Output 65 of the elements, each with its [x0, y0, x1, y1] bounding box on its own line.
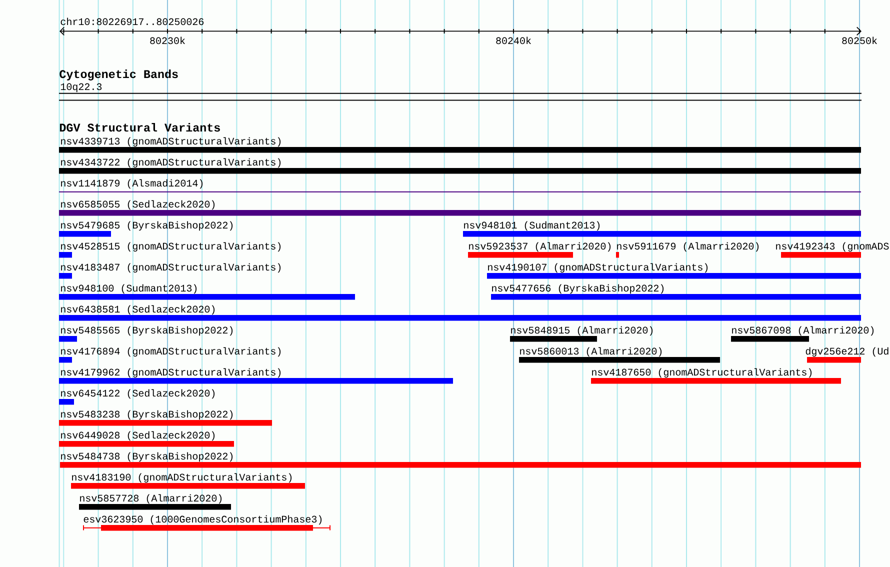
variant-bar: nsv5484738 (ByrskaBishop2022) [60, 452, 862, 468]
variant-bar: nsv4183487 (gnomADStructuralVariants) [59, 263, 281, 279]
node-label: nsv5484738 (ByrskaBishop2022) [61, 452, 233, 462]
node-label: nsv5867098 (Almarri2020) [732, 326, 874, 336]
node-label: nsv4528515 (gnomADStructuralVariants) [61, 242, 281, 252]
variant-bar: nsv4339713 (gnomADStructuralVariants) [59, 137, 862, 153]
node-label: esv3623950 (1000GenomesConsortiumPhase3) [84, 515, 322, 525]
variant-bar: nsv6454122 (Sedlazeck2020) [59, 389, 215, 405]
node-label: nsv5477656 (ByrskaBishop2022) [492, 284, 664, 294]
node-label: nsv4192343 (gnomADS [776, 242, 889, 252]
variant-bar: nsv5911679 (Almarri2020) [616, 242, 759, 258]
variant-bar: nsv4179962 (gnomADStructuralVariants) [59, 368, 453, 384]
node-label: nsv6454122 (Sedlazeck2020) [61, 389, 215, 399]
variant-bar: nsv4192343 (gnomADS [776, 242, 889, 258]
node-label: nsv6438581 (Sedlazeck2020) [61, 305, 215, 315]
variant-bar: nsv5867098 (Almarri2020) [731, 326, 874, 342]
variant-bar: nsv6449028 (Sedlazeck2020) [59, 431, 234, 447]
node-label: nsv948101 (Sudmant2013) [464, 221, 600, 231]
variant-bar: nsv5479685 (ByrskaBishop2022) [59, 221, 233, 237]
node-label: nsv4190107 (gnomADStructuralVariants) [488, 263, 708, 273]
node-label: nsv948100 (Sudmant2013) [61, 284, 197, 294]
tick-label: 80230k [150, 36, 185, 44]
variant-bar: nsv1141879 (Alsmadi2014) [58, 179, 862, 192]
locus-label: chr10:80226917..80250026 [60, 18, 204, 26]
variant-bar: nsv4187650 (gnomADStructuralVariants) [591, 368, 842, 384]
node-label: nsv4343722 (gnomADStructuralVariants) [61, 158, 281, 168]
variant-bar: nsv4190107 (gnomADStructuralVariants) [487, 263, 862, 279]
node-label: nsv5857728 (Almarri2020) [80, 494, 222, 504]
tick-label: 80240k [496, 36, 531, 44]
node-label: nsv6585055 (Sedlazeck2020) [61, 200, 215, 210]
tick-label: 80250k [842, 36, 877, 44]
variant-bar: dgv256e212 (Ud [806, 347, 888, 363]
variant-bar: nsv4183190 (gnomADStructuralVariants) [71, 473, 305, 489]
track-title: DGV Structural Variants [60, 123, 220, 132]
node-label: nsv5848915 (Almarri2020) [511, 326, 653, 336]
variant-bar: nsv5923537 (Almarri2020) [468, 242, 611, 258]
node-label: nsv5923537 (Almarri2020) [469, 242, 611, 252]
variant-bar: nsv6438581 (Sedlazeck2020) [59, 305, 862, 321]
variant-bar: nsv6585055 (Sedlazeck2020) [59, 200, 862, 216]
node-label: nsv4179962 (gnomADStructuralVariants) [61, 368, 281, 378]
variant-bar: nsv5860013 (Almarri2020) [519, 347, 720, 363]
variant-bar: nsv5848915 (Almarri2020) [510, 326, 653, 342]
node-label: nsv5860013 (Almarri2020) [520, 347, 662, 357]
variant-bar: nsv4176894 (gnomADStructuralVariants) [59, 347, 281, 363]
variant-bar: nsv5483238 (ByrskaBishop2022) [59, 410, 272, 426]
node-label: dgv256e212 (Ud [806, 347, 888, 357]
variant-bar: esv3623950 (1000GenomesConsortiumPhase3) [83, 515, 330, 531]
variant-bar: nsv948100 (Sudmant2013) [59, 284, 355, 300]
variant-bar: nsv5477656 (ByrskaBishop2022) [491, 284, 862, 300]
variant-bar: nsv5857728 (Almarri2020) [79, 494, 231, 510]
node-label: nsv6449028 (Sedlazeck2020) [61, 431, 215, 441]
node-label: nsv4183190 (gnomADStructuralVariants) [72, 473, 292, 483]
variant-bar: nsv948101 (Sudmant2013) [463, 221, 862, 237]
variant-bar: nsv4528515 (gnomADStructuralVariants) [59, 242, 281, 258]
cytoband: 10q22.3 [58, 83, 862, 101]
node-label: nsv4176894 (gnomADStructuralVariants) [61, 347, 281, 357]
node-label: nsv5479685 (ByrskaBishop2022) [61, 221, 233, 231]
node-label: nsv5485565 (ByrskaBishop2022) [61, 326, 233, 336]
node-label: nsv5911679 (Almarri2020) [617, 242, 759, 252]
node-label: nsv4339713 (gnomADStructuralVariants) [61, 137, 281, 147]
variant-bar: nsv5485565 (ByrskaBishop2022) [59, 326, 233, 342]
variant-bar: nsv4343722 (gnomADStructuralVariants) [59, 158, 862, 174]
node-label: nsv4183487 (gnomADStructuralVariants) [61, 263, 281, 273]
node-label: nsv4187650 (gnomADStructuralVariants) [592, 368, 812, 378]
node-label: nsv5483238 (ByrskaBishop2022) [61, 410, 233, 420]
